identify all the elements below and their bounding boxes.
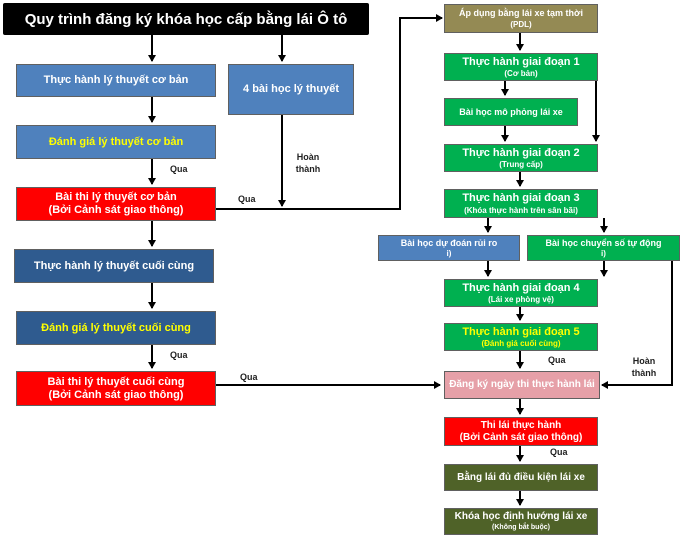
pass-label: Qua (238, 194, 256, 204)
stage-3-box: Thực hành giai đoạn 3 (Khóa thực hành tr… (444, 189, 598, 218)
simulation-lesson-box: Bài học mô phỏng lái xe (444, 98, 578, 126)
stage-2-box: Thực hành giai đoạn 2 (Trung cấp) (444, 144, 598, 172)
final-theory-exam-box: Bài thi lý thuyết cuối cùng (Bởi Cảnh sá… (16, 371, 216, 406)
driving-orientation-title: Khóa học định hướng lái xe (454, 511, 588, 523)
complete-label: Hoàn thành (631, 356, 657, 378)
driving-orientation-sub: (Không bắt buộc) (492, 523, 550, 531)
stage-5-title: Thực hành giai đoạn 5 (462, 325, 580, 338)
temporary-license-box: Áp dụng bằng lái xe tạm thời (PDL) (444, 4, 598, 33)
stage-4-box: Thực hành giai đoạn 4 (Lái xe phòng vệ) (444, 279, 598, 307)
stage-4-title: Thực hành giai đoạn 4 (462, 281, 580, 294)
pass-label: Qua (550, 447, 568, 457)
risk-prediction-box: Bài học dự đoán rủi ro i) (378, 235, 520, 261)
pass-label: Qua (548, 355, 566, 365)
pass-label: Qua (170, 164, 188, 174)
final-theory-practice-box: Thực hành lý thuyết cuối cùng (14, 249, 214, 283)
stage-2-title: Thực hành giai đoạn 2 (462, 146, 580, 159)
driving-orientation-box: Khóa học định hướng lái xe (Không bắt bu… (444, 508, 598, 535)
basic-theory-exam-title: Bài thi lý thuyết cơ bản (55, 191, 177, 204)
automatic-transmission-box: Bài học chuyển số tự động i) (527, 235, 680, 261)
qualified-license-box: Bằng lái đủ điều kiện lái xe (444, 464, 598, 491)
final-theory-assessment-box: Đánh giá lý thuyết cuối cùng (16, 311, 216, 345)
temporary-license-sub: (PDL) (510, 19, 532, 29)
arrow-auto-register (601, 261, 673, 389)
risk-prediction-title: Bài học dự đoán rủi ro (400, 237, 498, 248)
pass-label: Qua (170, 350, 188, 360)
theory-lessons-box: 4 bài học lý thuyết (228, 64, 354, 115)
practical-driving-test-sub: (Bởi Cảnh sát giao thông) (459, 431, 583, 443)
basic-theory-exam-sub: (Bởi Cảnh sát giao thông) (48, 204, 184, 216)
stage-1-title: Thực hành giai đoạn 1 (462, 55, 580, 68)
temporary-license-title: Áp dụng bằng lái xe tạm thời (459, 8, 583, 19)
stage-2-sub: (Trung cấp) (499, 160, 543, 170)
stage-5-box: Thực hành giai đoạn 5 (Đánh giá cuối cùn… (444, 323, 598, 351)
basic-theory-practice-box: Thực hành lý thuyết cơ bản (16, 64, 216, 97)
arrow-b3-pdl (216, 14, 443, 210)
final-theory-exam-sub: (Bởi Cảnh sát giao thông) (48, 388, 184, 401)
stage-5-sub: (Đánh giá cuối cùng) (481, 339, 561, 349)
stage-3-sub: (Khóa thực hành trên sân bãi) (464, 205, 578, 215)
pass-label: Qua (240, 372, 258, 382)
practical-driving-test-box: Thi lái thực hành (Bởi Cảnh sát giao thô… (444, 417, 598, 446)
basic-theory-exam-box: Bài thi lý thuyết cơ bản (Bởi Cảnh sát g… (16, 187, 216, 221)
practical-driving-test-title: Thi lái thực hành (480, 420, 562, 431)
page-title: Quy trình đăng ký khóa học cấp bằng lái … (3, 3, 369, 35)
register-test-date-box: Đăng ký ngày thi thực hành lái (444, 371, 600, 399)
automatic-transmission-title: Bài học chuyển số tự động (545, 237, 662, 248)
automatic-transmission-sub: i) (601, 249, 606, 259)
risk-prediction-sub: i) (446, 249, 452, 259)
basic-theory-assessment-box: Đánh giá lý thuyết cơ bản (16, 125, 216, 159)
final-theory-exam-title: Bài thi lý thuyết cuối cùng (47, 375, 185, 388)
complete-label: Hoàn thành (295, 152, 321, 174)
stage-4-sub: (Lái xe phòng vệ) (488, 295, 554, 305)
stage-1-box: Thực hành giai đoạn 1 (Cơ bản) (444, 53, 598, 81)
stage-3-title: Thực hành giai đoạn 3 (462, 192, 580, 205)
stage-1-sub: (Cơ bản) (504, 69, 538, 79)
